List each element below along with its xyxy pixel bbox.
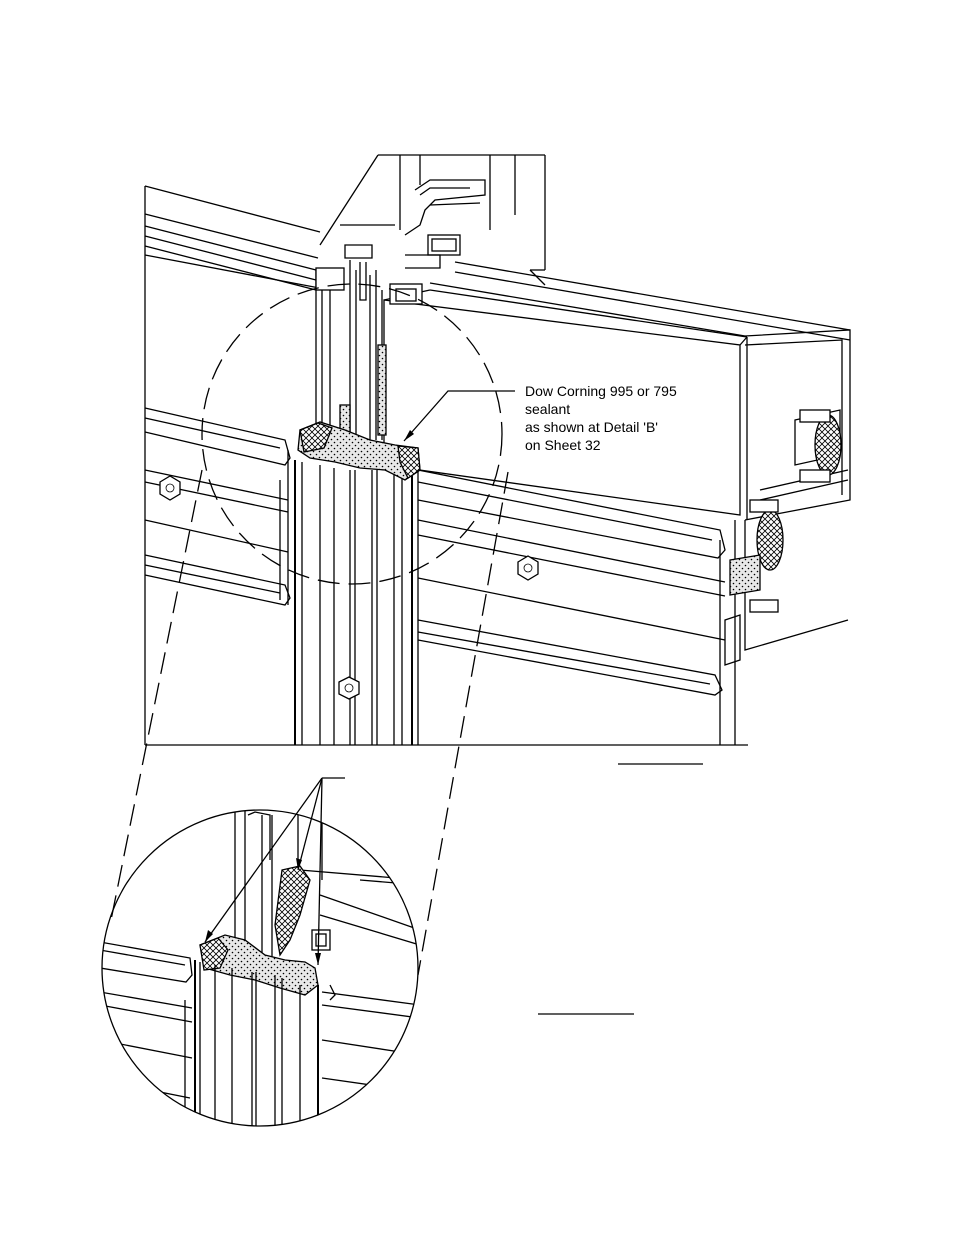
- left-horizontal-cover: [145, 408, 290, 605]
- gasket-section-2: [757, 510, 783, 570]
- callout-line-3: as shown at Detail 'B': [525, 418, 677, 436]
- projection-lines: [110, 470, 508, 975]
- callout-line-1: Dow Corning 995 or 795: [525, 382, 677, 400]
- zoom-detail: [100, 778, 634, 1130]
- right-cover-bolt: [518, 556, 538, 580]
- right-horizontal-cover: [418, 470, 735, 745]
- left-glass-panel: [145, 255, 344, 440]
- callout-line-2: sealant: [525, 400, 677, 418]
- upper-mullion: [320, 155, 545, 270]
- gasket-section-1: [815, 415, 841, 475]
- left-cover-bolt: [160, 476, 180, 500]
- sealant-callout-label: Dow Corning 995 or 795 sealant as shown …: [525, 382, 677, 454]
- mullion-bolt: [339, 677, 359, 699]
- right-end-section: [725, 330, 850, 665]
- main-isometric-view: [145, 155, 850, 764]
- callout-line-4: on Sheet 32: [525, 436, 677, 454]
